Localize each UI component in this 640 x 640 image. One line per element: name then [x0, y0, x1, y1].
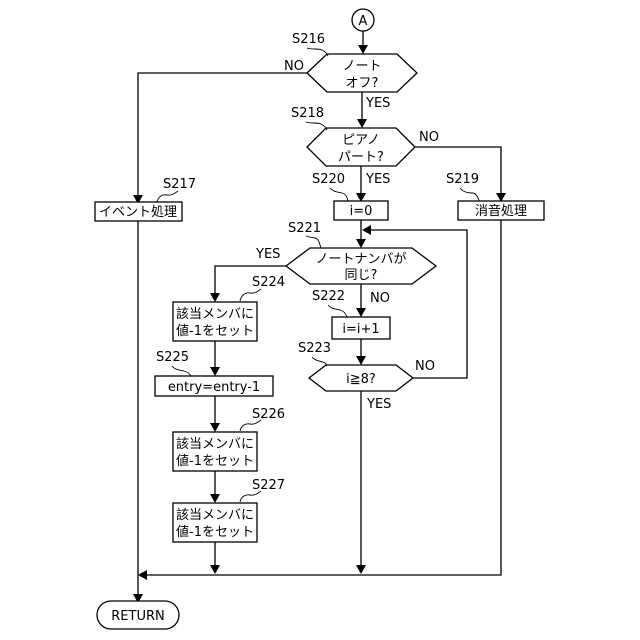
s224-leader [240, 289, 261, 301]
arrow-icon [356, 356, 366, 365]
s219-step-label: S219 [446, 172, 479, 187]
s227-leader [240, 491, 261, 502]
s223-yes-label: YES [366, 397, 391, 412]
s218-leader [306, 122, 327, 130]
s216-step-label: S216 [292, 32, 325, 47]
arrow-icon [356, 565, 366, 574]
arrow-icon [210, 423, 220, 432]
s216-yes-label: YES [365, 96, 390, 111]
connector-a-label: A [359, 14, 368, 29]
s216-leader [307, 48, 328, 56]
s217-text: イベント処理 [99, 205, 177, 220]
s224-line1: 該当メンバに [176, 306, 254, 322]
arrow-icon [356, 308, 366, 317]
s223-leader [312, 357, 327, 366]
s216-line1: ノート [342, 59, 381, 74]
return-label: RETURN [111, 609, 164, 624]
s219-leader [460, 188, 479, 201]
s225-text: entry=entry-1 [168, 380, 260, 395]
s222-step-label: S222 [312, 289, 345, 304]
s220-leader [330, 188, 348, 201]
s220-step-label: S220 [312, 172, 345, 187]
s226-leader [240, 420, 261, 431]
s221-no-label: NO [370, 291, 390, 306]
s218-no-label: NO [419, 130, 439, 145]
arrow-icon [357, 119, 367, 128]
arrow-icon [210, 293, 220, 302]
s226-line1: 該当メンバに [176, 436, 254, 452]
s219-text: 消音処理 [475, 203, 527, 219]
s222-text: i=i+1 [342, 322, 379, 337]
arrow-icon [356, 239, 366, 248]
s224-step-label: S224 [252, 275, 285, 290]
s227-line1: 該当メンバに [176, 507, 254, 523]
s227-step-label: S227 [252, 478, 285, 493]
s218-yes-label: YES [365, 172, 390, 187]
s224-line2: 値-1をセット [176, 323, 254, 339]
arrow-icon [210, 494, 220, 503]
s227-line2: 値-1をセット [176, 524, 254, 540]
arrow-icon [210, 367, 220, 376]
s226-line2: 値-1をセット [176, 453, 254, 469]
s223-no-label: NO [415, 359, 435, 374]
s222-leader [328, 305, 347, 317]
s221-leader [306, 236, 321, 248]
s216-line2: オフ? [346, 76, 379, 91]
arrow-icon [358, 45, 368, 54]
s216-no-label: NO [284, 59, 304, 74]
s225-step-label: S225 [156, 350, 189, 365]
arrow-icon [138, 570, 147, 580]
arrow-icon [362, 225, 371, 235]
s221-step-label: S221 [288, 221, 321, 236]
s217-leader [157, 191, 178, 202]
s218-line1: ピアノ [342, 133, 380, 148]
s218-step-label: S218 [291, 106, 324, 121]
s217-step-label: S217 [163, 177, 196, 192]
s218-line2: パート? [338, 150, 384, 165]
s223-text: i≧8? [346, 372, 376, 387]
s221-yes-label: YES [255, 247, 280, 262]
s221-line1: ノートナンバが [315, 252, 406, 267]
s220-text: i=0 [350, 204, 373, 219]
s223-step-label: S223 [298, 341, 331, 356]
s221-line2: 同じ? [345, 268, 378, 283]
arrow-icon [210, 565, 220, 574]
s226-step-label: S226 [252, 407, 285, 422]
s225-leader [172, 366, 191, 376]
